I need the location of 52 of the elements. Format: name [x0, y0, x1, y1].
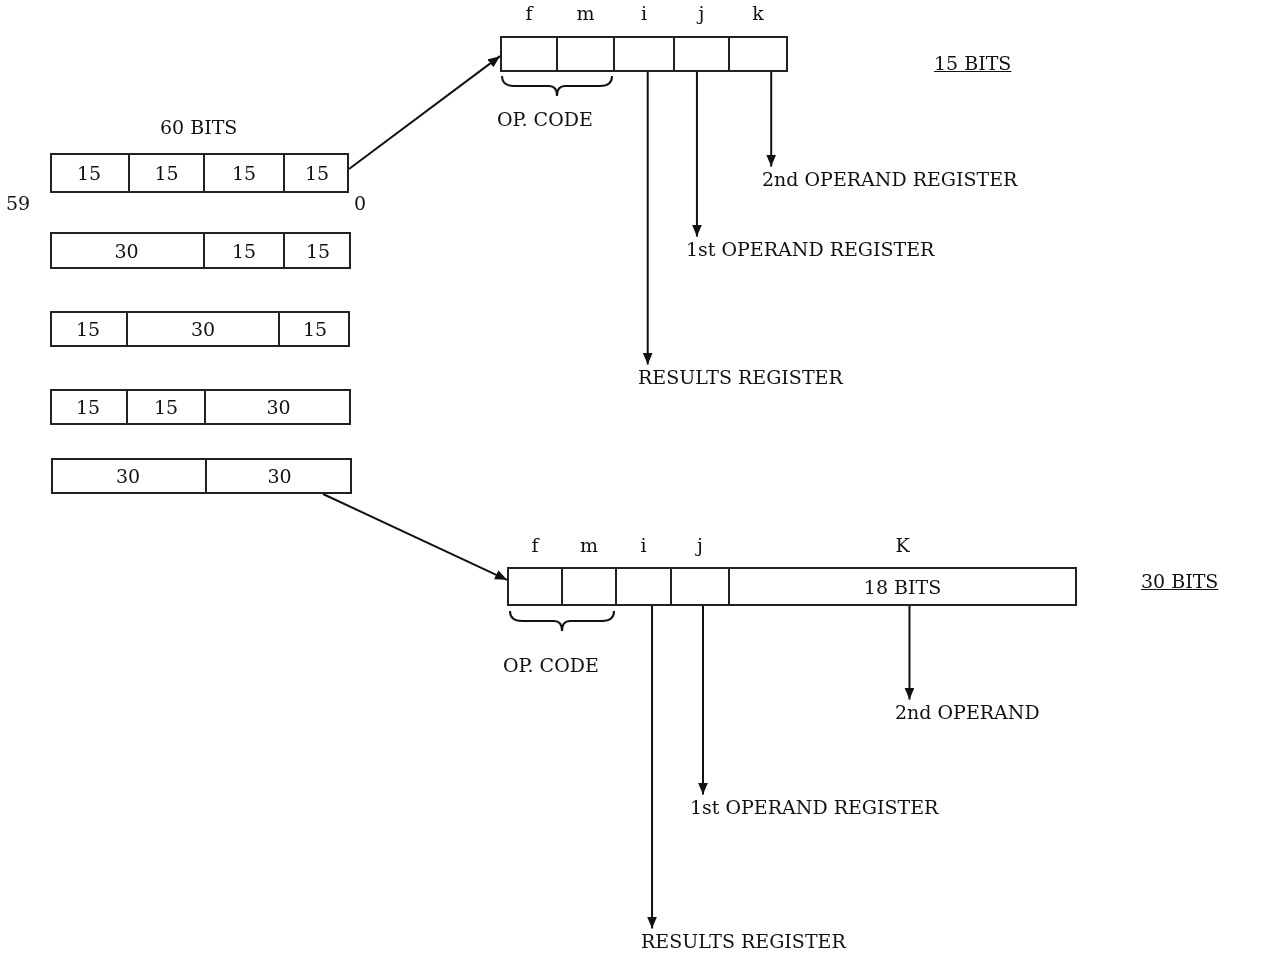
field-letter: i — [640, 2, 648, 24]
field-cell: 15 — [280, 311, 350, 347]
register-label: 2nd OPERAND — [895, 701, 1040, 729]
field-letter: m — [576, 2, 595, 24]
field-cell: 15 — [50, 153, 130, 193]
register-label: 1st OPERAND REGISTER — [686, 238, 935, 266]
field-letter: i — [640, 534, 647, 556]
field-cell: 15 — [128, 389, 206, 425]
instruction-word-bar — [50, 153, 349, 193]
field-cell: 15 — [205, 153, 285, 193]
arrow — [647, 605, 658, 930]
instruction-word-bar — [51, 458, 352, 494]
field-letter: K — [895, 534, 910, 556]
field-group-label: OP. CODE — [497, 108, 593, 130]
arrow — [322, 493, 508, 581]
field-size-text: 18 BITS — [863, 575, 942, 598]
field-letter: f — [531, 534, 539, 556]
field-cell: 30 — [51, 458, 207, 494]
field-cell: 30 — [207, 458, 352, 494]
instruction-word-bar — [50, 232, 351, 269]
field-letter: j — [697, 534, 703, 556]
instruction-word-bar — [50, 311, 350, 347]
arrow — [642, 71, 653, 366]
field-letter: m — [580, 534, 598, 556]
field-cell: 15 — [205, 232, 285, 269]
instruction-word-bar — [50, 389, 351, 425]
field-letter: f — [525, 2, 533, 24]
field-cell: 30 — [50, 232, 205, 269]
field-cell: 30 — [206, 389, 351, 425]
field-cell: 15 — [285, 153, 349, 193]
bit-number: 0 — [354, 192, 367, 214]
register-label: RESULTS REGISTER — [638, 366, 843, 394]
field-cell: 15 — [285, 232, 351, 269]
arrow — [698, 605, 708, 796]
arrow — [348, 55, 501, 170]
bit-number: 59 — [6, 192, 31, 214]
arrow — [691, 71, 702, 238]
field-cell: 15 — [50, 311, 128, 347]
field-letter: j — [698, 2, 705, 24]
field-letter: k — [752, 2, 764, 24]
word-length-label: 30 BITS — [1141, 570, 1219, 592]
arrow — [904, 605, 915, 701]
size-label: 60 BITS — [160, 116, 238, 138]
field-cell: 15 — [50, 389, 128, 425]
arrow — [766, 71, 777, 168]
register-label: RESULTS REGISTER — [641, 930, 846, 958]
word-length-label: 15 BITS — [934, 52, 1012, 74]
register-label: 2nd OPERAND REGISTER — [762, 168, 1018, 196]
field-cell: 15 — [130, 153, 205, 193]
field-group-label: OP. CODE — [503, 654, 599, 676]
register-label: 1st OPERAND REGISTER — [690, 796, 939, 824]
field-cell: 30 — [128, 311, 280, 347]
